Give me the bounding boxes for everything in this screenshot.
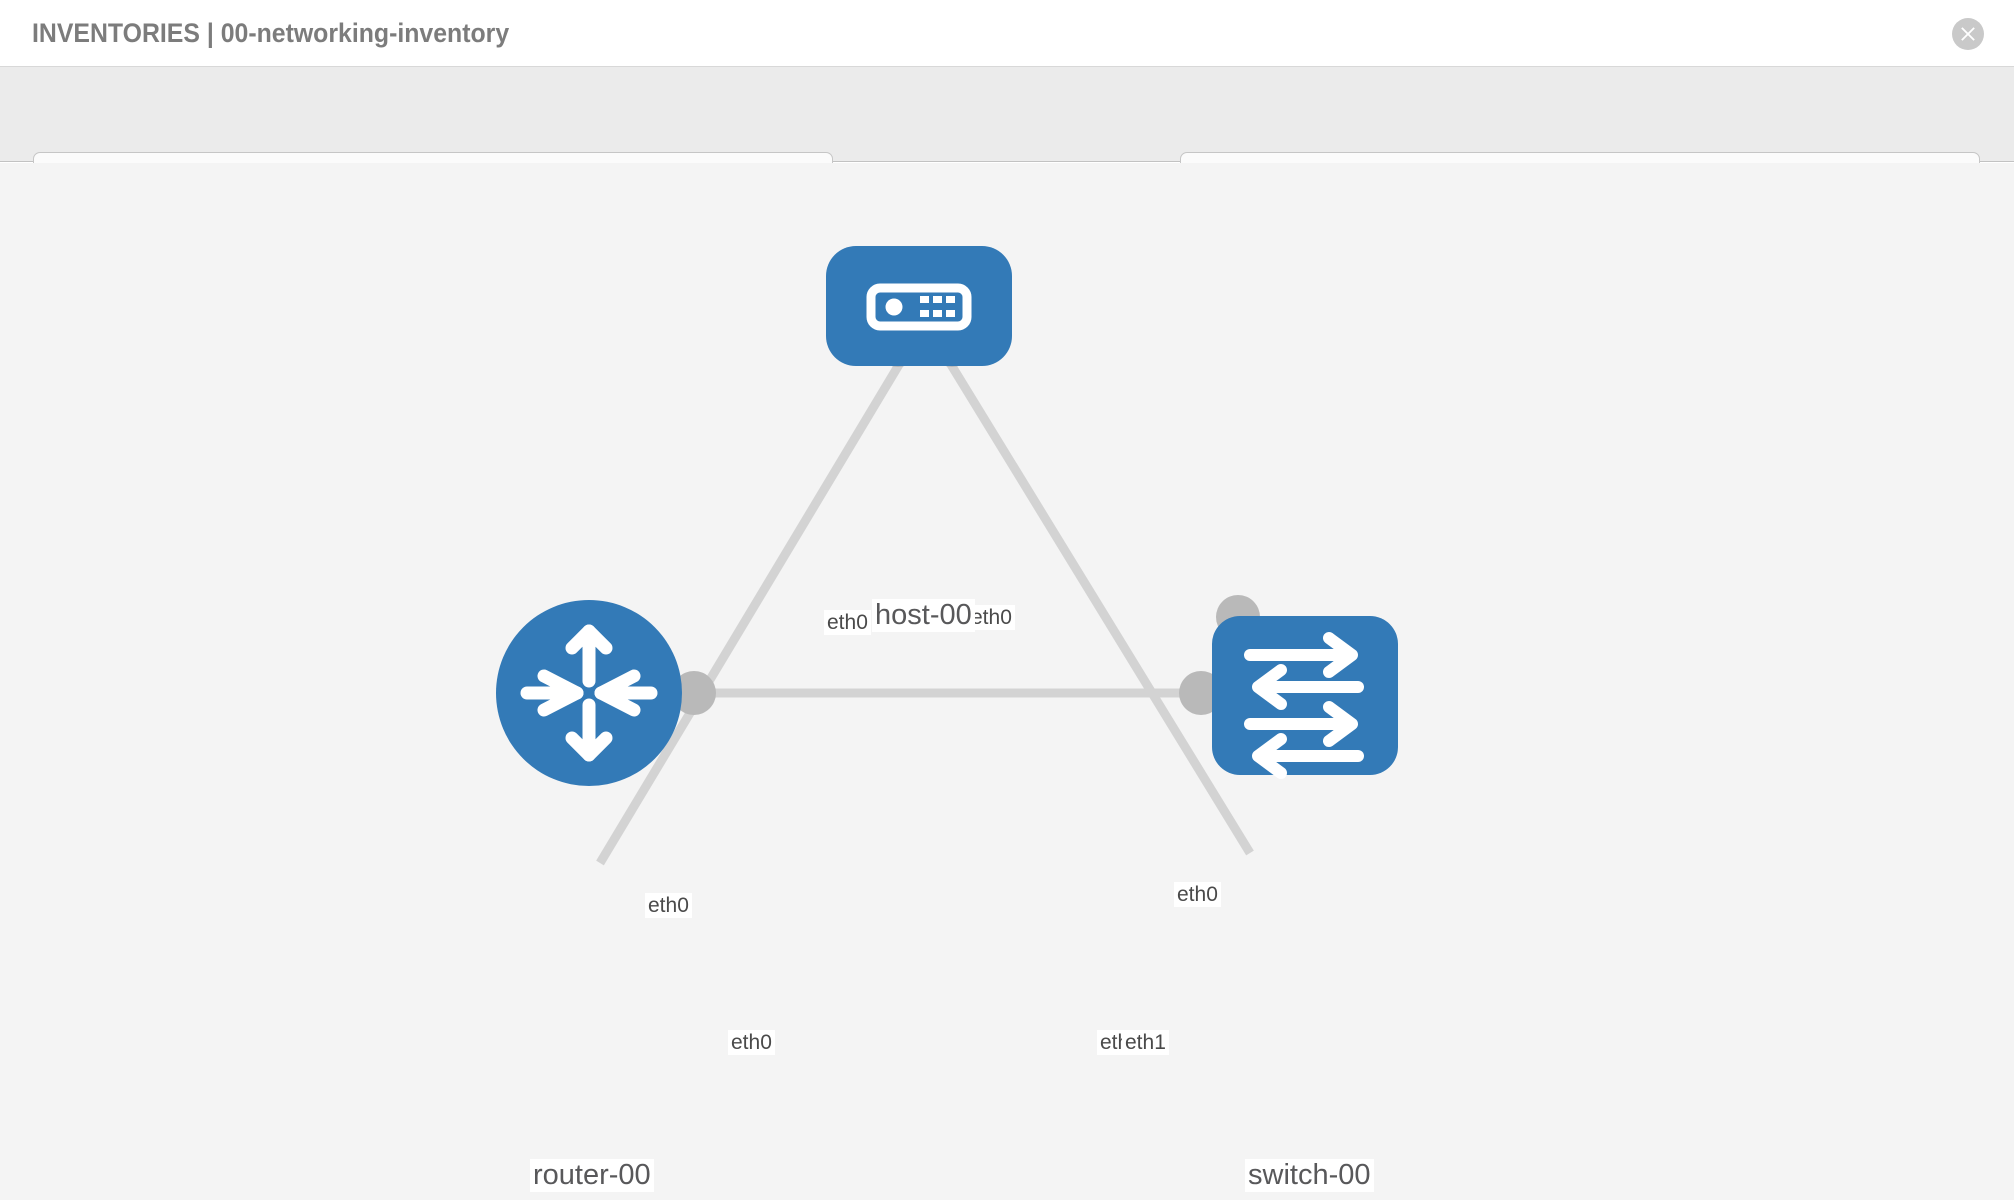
topology-links xyxy=(596,360,1254,866)
node-label-switch-00: switch-00 xyxy=(1245,1159,1374,1192)
server-icon xyxy=(866,283,972,331)
topology-canvas[interactable]: eth0 eth0 eth0 eth0 eth0 eth0 eth1 host-… xyxy=(0,163,2014,1200)
toolbar: ACTIONS SEARCH xyxy=(0,67,2014,209)
router-arrows-icon xyxy=(520,624,658,762)
node-label-router-00: router-00 xyxy=(530,1159,654,1192)
link-host-switch xyxy=(946,360,1254,856)
node-switch-00 xyxy=(1212,616,1398,779)
node-label-host-00: host-00 xyxy=(872,599,975,632)
iface-label: eth1 xyxy=(1122,1030,1169,1055)
iface-label: eth0 xyxy=(1174,882,1221,907)
iface-label: eth0 xyxy=(645,893,692,918)
node-host-00 xyxy=(826,246,1012,366)
link-host-router xyxy=(596,360,904,866)
connector-router-right xyxy=(672,671,716,715)
iface-label: eth0 xyxy=(824,610,871,635)
page-header: INVENTORIES | 00-networking-inventory xyxy=(0,0,2014,67)
node-router-00 xyxy=(496,600,682,786)
iface-label: eth0 xyxy=(728,1030,775,1055)
topology-graph xyxy=(496,246,1398,866)
iface-label: eth0 xyxy=(968,605,1015,630)
switch-arrows-icon xyxy=(1244,632,1364,779)
page-title: INVENTORIES | 00-networking-inventory xyxy=(32,18,510,48)
close-icon[interactable] xyxy=(1952,18,1984,50)
